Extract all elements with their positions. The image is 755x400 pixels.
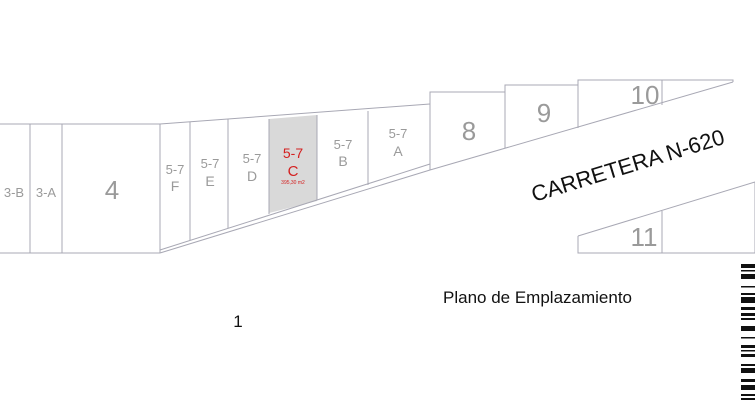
lot-5-7d-line2[interactable]: D bbox=[247, 168, 257, 184]
lot-4-label[interactable]: 4 bbox=[105, 175, 119, 205]
lot-5-7b-line1[interactable]: 5-7 bbox=[334, 137, 353, 152]
lot-5-7f-line1[interactable]: 5-7 bbox=[166, 162, 185, 177]
lot-11-label[interactable]: 11 bbox=[631, 222, 658, 252]
barcode-icon bbox=[741, 264, 755, 400]
lot-5-7e-line1[interactable]: 5-7 bbox=[201, 156, 220, 171]
lot-8-label[interactable]: 8 bbox=[462, 116, 476, 146]
lot-10-label[interactable]: 10 bbox=[631, 80, 660, 110]
plan-title: Plano de Emplazamiento bbox=[443, 288, 632, 307]
lot-5-7a-line1[interactable]: 5-7 bbox=[389, 126, 408, 141]
page-number: 1 bbox=[233, 312, 242, 331]
plan-lines bbox=[0, 79, 755, 254]
lot-3-b-label[interactable]: 3-B bbox=[4, 185, 24, 200]
lot-5-7c-line1[interactable]: 5-7 bbox=[283, 145, 303, 161]
lot-5-7c-line2[interactable]: C bbox=[288, 163, 299, 180]
lot-5-7e-line2[interactable]: E bbox=[205, 173, 214, 189]
lot-5-7b-line2[interactable]: B bbox=[338, 153, 347, 169]
lot-5-7c-area: 395,30 m2 bbox=[281, 180, 305, 186]
lot-9-label[interactable]: 9 bbox=[537, 98, 551, 128]
lot-5-7c-fill[interactable] bbox=[269, 115, 317, 213]
lot-3-a-label[interactable]: 3-A bbox=[36, 185, 57, 200]
lot-5-7a-line2[interactable]: A bbox=[393, 143, 403, 159]
lot-5-7d-line1[interactable]: 5-7 bbox=[243, 151, 262, 166]
lot-5-7f-line2[interactable]: F bbox=[171, 178, 180, 194]
road-label: CARRETERA N-620 bbox=[528, 124, 727, 207]
